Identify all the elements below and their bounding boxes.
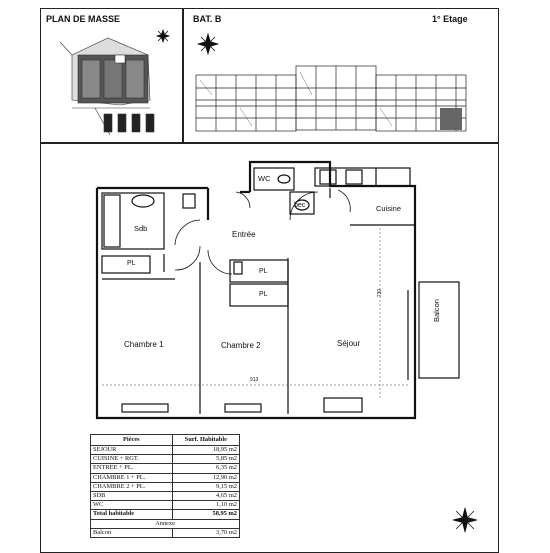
room-label-pl-sdb: PL — [127, 260, 136, 267]
table-row: Balcon 3,70 m2 — [90, 527, 241, 538]
room-label-chambre2: Chambre 2 — [221, 341, 261, 350]
col-surf: Surf. Habitable — [171, 434, 241, 446]
room-label-bec: bec — [294, 202, 306, 209]
row-value: 5,85 m2 — [171, 454, 241, 465]
plan-masse-title: PLAN DE MASSE — [46, 14, 121, 24]
row-value: 3,70 m2 — [171, 527, 241, 538]
compass-icon — [196, 32, 220, 56]
room-label-pl-2: PL — [259, 291, 268, 298]
total-label: Total habitable — [90, 509, 173, 520]
row-name: WC — [90, 500, 173, 511]
floor-plan-panel — [183, 8, 499, 143]
row-name: SDB — [90, 490, 173, 502]
room-label-balcon: Balcon — [432, 299, 441, 322]
table-row: ENTREE + PL. 6,35 m2 — [90, 463, 241, 474]
row-name: Balcon — [90, 527, 173, 538]
table-row: CUISINE + RGT. 5,85 m2 — [90, 454, 241, 465]
annex-header-row: Annexe — [90, 518, 240, 529]
compass-icon — [452, 507, 478, 533]
total-value: 58,95 m2 — [171, 509, 241, 520]
dimension-horizontal: 913 — [250, 377, 259, 383]
row-value: 12,90 m2 — [171, 472, 241, 483]
row-value: 4,65 m2 — [171, 490, 241, 502]
row-value: 6,35 m2 — [171, 463, 241, 474]
col-pieces: Pièces — [90, 434, 173, 446]
compass-icon — [155, 28, 171, 44]
table-header-row: Pièces Surf. Habitable — [90, 434, 241, 446]
annex-label: Annexe — [90, 518, 240, 529]
row-value: 9,15 m2 — [171, 481, 241, 492]
table-row: CHAMBRE 2 + PL. 9,15 m2 — [90, 481, 241, 492]
room-label-sdb: Sdb — [134, 224, 148, 233]
floor-label: 1° Etage — [432, 14, 468, 24]
table-row: SDB 4,65 m2 — [90, 490, 241, 502]
room-label-sejour: Séjour — [337, 339, 361, 348]
room-label-chambre1: Chambre 1 — [124, 340, 164, 349]
dimension-vertical: 730 — [377, 288, 384, 298]
row-name: CHAMBRE 2 + PL. — [90, 481, 173, 492]
table-row: SEJOUR 18,95 m2 — [90, 444, 241, 456]
row-value: 18,95 m2 — [171, 444, 241, 456]
row-value: 1,10 m2 — [171, 500, 241, 511]
total-row: Total habitable 58,95 m2 — [90, 509, 241, 520]
row-name: SEJOUR — [90, 444, 173, 456]
row-name: ENTREE + PL. — [90, 463, 173, 474]
room-label-cuisine: Cuisine — [376, 204, 402, 213]
room-label-wc: WC — [258, 174, 271, 183]
plan-de-masse-panel — [40, 8, 183, 143]
surface-table: Pièces Surf. Habitable SEJOUR 18,95 m2 C… — [90, 434, 241, 538]
table-row: CHAMBRE 1 + PL. 12,90 m2 — [90, 472, 241, 483]
building-label: BAT. B — [193, 14, 222, 24]
table-row: WC 1,10 m2 — [90, 500, 241, 511]
row-name: CUISINE + RGT. — [90, 454, 173, 465]
room-label-entree: Entrée — [232, 230, 256, 239]
room-label-pl-1: PL — [259, 268, 268, 275]
row-name: CHAMBRE 1 + PL. — [90, 472, 173, 483]
